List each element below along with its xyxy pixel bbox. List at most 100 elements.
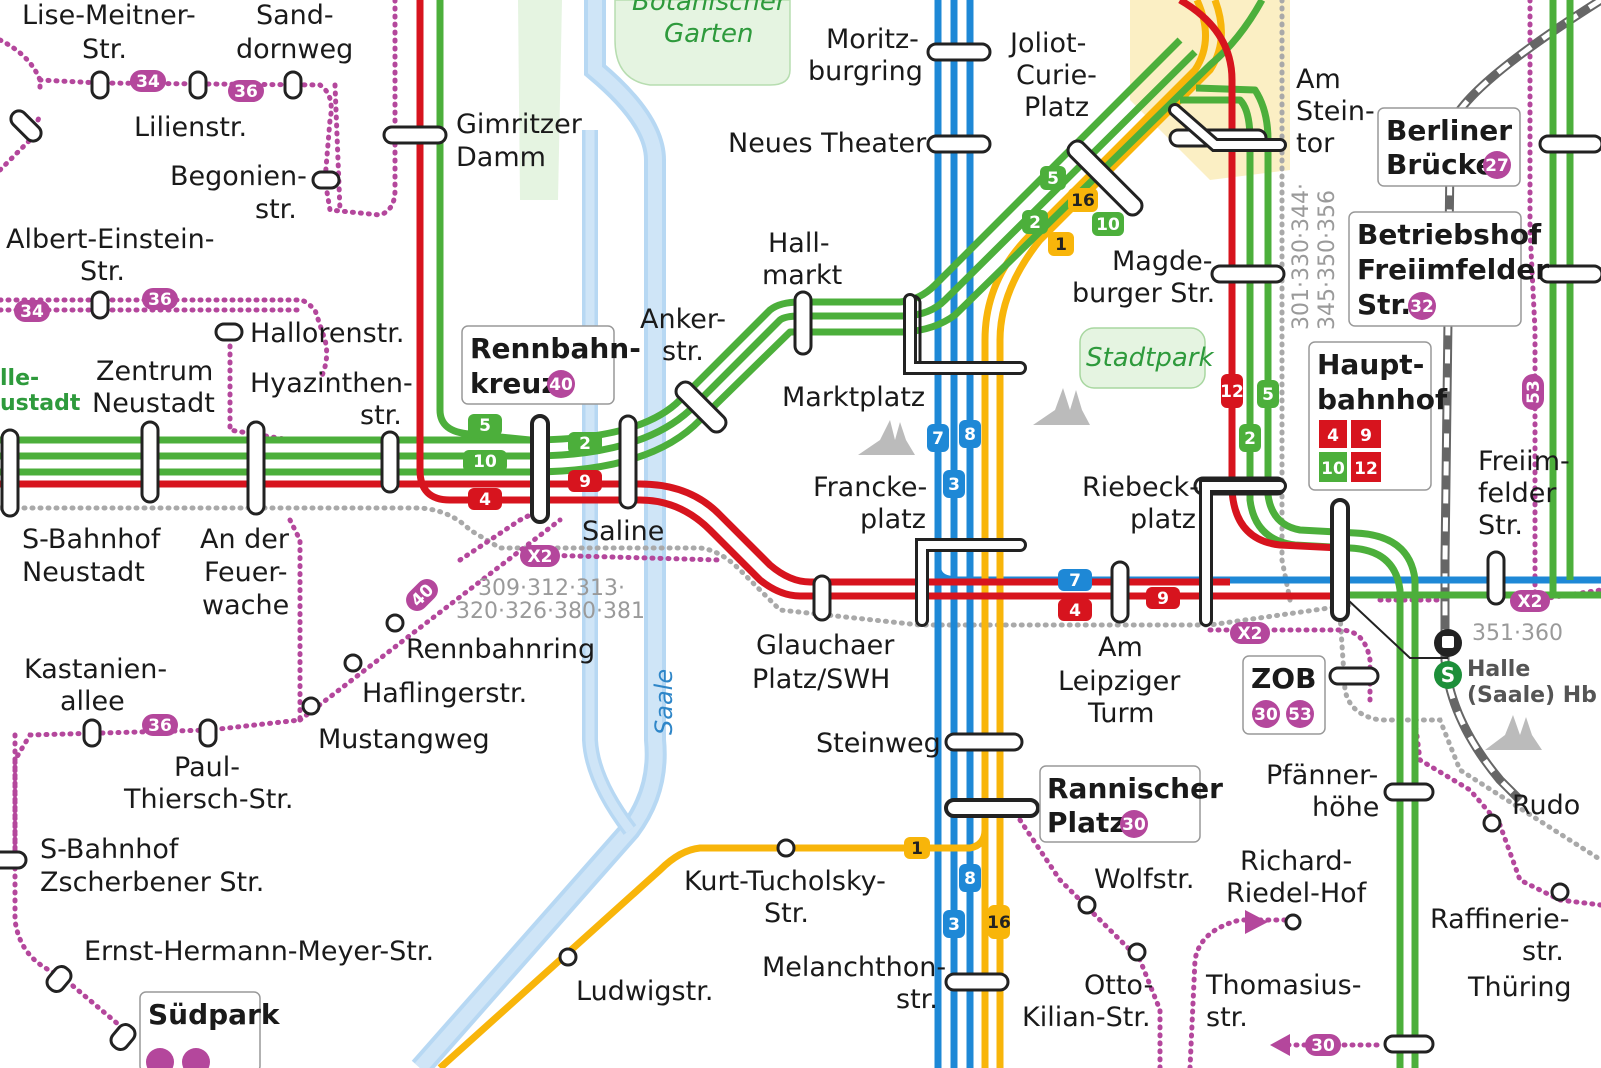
stop-joliot-curie[interactable] — [1065, 138, 1146, 219]
station-label: Str. — [1478, 510, 1523, 541]
chip-9-west: 9 — [568, 470, 602, 492]
stop-rennbahnkreuz[interactable] — [530, 414, 550, 524]
suedpark-box[interactable]: Südpark — [139, 991, 281, 1068]
bus-stop-rennbahnring[interactable] — [385, 613, 405, 633]
line-label: 16 — [987, 913, 1011, 933]
bus-stop-suedpark[interactable] — [108, 1021, 139, 1052]
bus-stop-lilienstr[interactable] — [188, 70, 208, 100]
chip-3-south: 3 — [943, 910, 965, 938]
station-label: Str. — [1357, 288, 1411, 321]
bus-stop-albert-einstein[interactable] — [90, 290, 110, 320]
stop-zentrum-neustadt[interactable] — [140, 420, 160, 504]
bus-stop-raffinerie[interactable] — [1550, 882, 1570, 902]
bus-stop-rudolf[interactable] — [1482, 813, 1502, 833]
station-label: Platz/SWH — [752, 664, 890, 695]
line-label: 8 — [964, 425, 976, 445]
line-label: 4 — [1069, 601, 1081, 621]
stop-s-bahnhof-zscherbener[interactable] — [0, 850, 28, 870]
stop-gimritzer-damm[interactable] — [382, 125, 448, 145]
stop-berliner-bruecke[interactable] — [1538, 134, 1601, 154]
bus-stop-nw[interactable] — [8, 108, 45, 145]
stop-hyazinthenstr[interactable] — [380, 430, 400, 494]
hauptbahnhof-box[interactable]: Haupt- bahnhof 4 9 10 12 — [1308, 341, 1448, 491]
station-label: str. — [360, 400, 402, 431]
station-label: str. — [896, 984, 938, 1015]
badge-label: 53 — [1524, 380, 1544, 404]
stop-markers[interactable] — [0, 42, 1601, 1054]
bus-stops[interactable] — [8, 70, 1570, 1053]
stop-s-bahnhof-neustadt[interactable] — [0, 428, 20, 518]
station-label: Haupt- — [1317, 348, 1424, 381]
bus-stop-begonienstr[interactable] — [311, 170, 341, 190]
stop-ankerstr[interactable] — [673, 379, 730, 436]
stop-freiimfelder-str[interactable] — [1486, 550, 1506, 606]
bus-stop-richard-riedel[interactable] — [1284, 913, 1302, 931]
bus-stop-mustangweg[interactable] — [301, 696, 321, 716]
station-label: burgring — [808, 56, 923, 87]
station-label: Riedel-Hof — [1226, 878, 1368, 909]
badge-label: 36 — [234, 82, 258, 102]
rennbahnkreuz-box[interactable]: Rennbahn- kreuz 40 — [461, 325, 641, 405]
stop-melanchthonstr[interactable] — [944, 972, 1010, 992]
stop-magdeburger-str[interactable] — [1210, 264, 1286, 284]
line-label: 12 — [1220, 382, 1244, 402]
stop-neues-theater[interactable] — [926, 134, 992, 154]
stop-glauchaer-platz[interactable] — [812, 574, 832, 622]
red-lines — [0, 0, 1345, 600]
station-label: str. — [1522, 936, 1564, 967]
chip-2-west: 2 — [568, 432, 602, 454]
station-label: Rennbahnring — [406, 634, 595, 665]
line-label: 4 — [479, 490, 491, 510]
station-label: str. — [662, 336, 704, 367]
stop-feuerwache[interactable] — [246, 420, 266, 516]
station-label: Pfänner- — [1266, 760, 1378, 791]
badge-34-top: 34 — [130, 70, 166, 92]
station-label: Mustangweg — [318, 724, 490, 755]
stop-pfaennerhoehe[interactable] — [1383, 782, 1435, 802]
rannischer-platz-box[interactable]: Rannischer Platz 30 — [1039, 765, 1223, 843]
direction-arrow — [1270, 1034, 1290, 1056]
stop-betriebshof[interactable] — [1538, 264, 1601, 284]
stop-moritzburgring[interactable] — [926, 42, 992, 62]
station-label: Str. — [764, 898, 809, 929]
park-label: Garten — [664, 19, 753, 49]
station-label: Neues Theater — [728, 128, 927, 159]
zob-box[interactable]: ZOB 30 53 — [1242, 655, 1326, 735]
bus-stop-lise-meitner[interactable] — [90, 70, 110, 100]
betriebshof-box[interactable]: Betriebshof Freiimfelder Str. 32 — [1348, 211, 1549, 327]
badge-label: 30 — [1122, 815, 1146, 835]
bus-stop-kurt-tucholsky[interactable] — [776, 838, 796, 858]
stop-zob[interactable] — [1328, 666, 1380, 686]
stop-hallmarkt[interactable] — [793, 290, 813, 356]
badge-label: 36 — [148, 716, 172, 736]
bus-stop-otto-kilian[interactable] — [1127, 942, 1147, 962]
bus-stop-wolfstr[interactable] — [1077, 895, 1097, 915]
bus-stop-hallorenstr[interactable] — [214, 322, 244, 342]
station-label: Saline — [582, 516, 664, 547]
stop-am-leipziger-turm[interactable] — [1110, 560, 1130, 624]
station-label: Begonien- — [170, 161, 307, 192]
badge-label: 40 — [549, 375, 573, 395]
stadtpark-area — [1079, 327, 1206, 389]
bus-stop-paul-thiersch[interactable] — [198, 718, 218, 748]
badge-x2-east: X2 — [1230, 622, 1270, 644]
stop-steinweg[interactable] — [944, 732, 1024, 752]
station-label: Stein- — [1296, 96, 1375, 127]
stop-marktplatz-corner-inner — [906, 296, 1024, 372]
bus-stop-haflingerstr[interactable] — [343, 653, 363, 673]
berliner-bruecke-box[interactable]: Berliner Brücke 27 — [1377, 107, 1521, 187]
bus-stop-sanddornweg[interactable] — [283, 70, 303, 100]
stop-saline[interactable] — [618, 414, 638, 510]
stop-hbf-bottom[interactable] — [1383, 1034, 1435, 1054]
stop-hauptbahnhof[interactable] — [1330, 498, 1350, 622]
badge-label: 4 — [1327, 426, 1339, 446]
bus-stop-kastanienallee[interactable] — [82, 718, 102, 748]
station-label: Freiimfelder — [1357, 253, 1549, 286]
station-label: Gimritzer — [456, 109, 583, 140]
bus-stop-ernst-hermann-meyer[interactable] — [44, 963, 75, 994]
bus-stop-ludwigstr[interactable] — [558, 947, 578, 967]
chip-5-west: 5 — [468, 414, 502, 436]
station-label: An der — [200, 524, 290, 555]
station-label: Hallorenstr. — [250, 318, 404, 349]
stop-rannischer-platz[interactable] — [944, 798, 1040, 818]
